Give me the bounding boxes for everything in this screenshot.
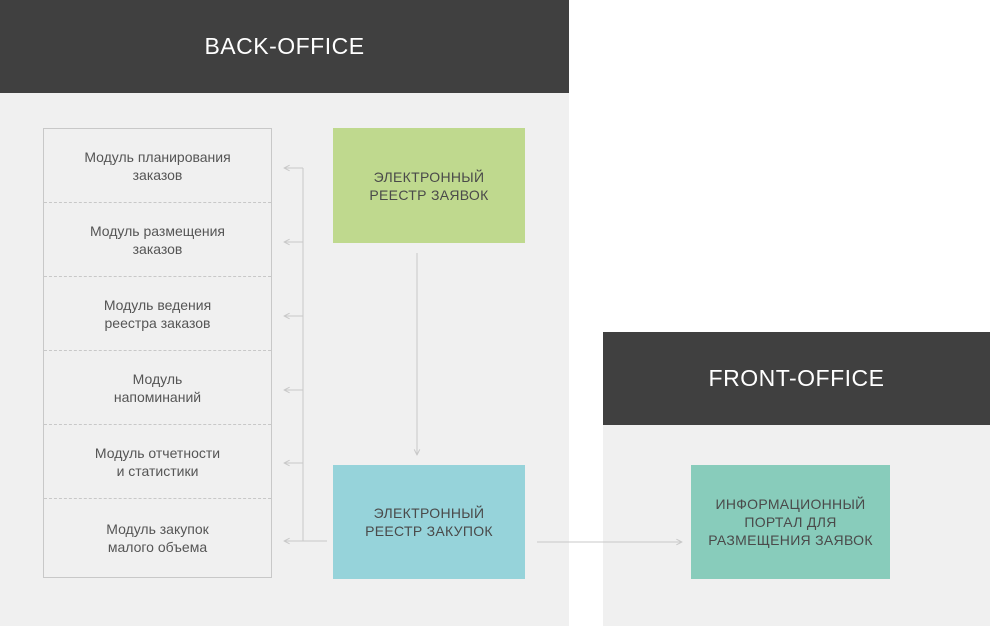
back-office-title: BACK-OFFICE: [0, 0, 569, 93]
module-planning: Модуль планирования заказов: [44, 129, 271, 203]
purchases-registry-box: ЭЛЕКТРОННЫЙ РЕЕСТР ЗАКУПОК: [333, 465, 525, 579]
purchases-registry-label: ЭЛЕКТРОННЫЙ РЕЕСТР ЗАКУПОК: [365, 505, 493, 539]
module-reminders: Модуль напоминаний: [44, 351, 271, 425]
module-small-purchases: Модуль закупок малого объема: [106, 521, 209, 555]
front-office-title: FRONT-OFFICE: [603, 332, 990, 425]
info-portal-label: ИНФОРМАЦИОННЫЙ ПОРТАЛ ДЛЯ РАЗМЕЩЕНИЯ ЗАЯ…: [708, 496, 873, 548]
modules-list: Модуль планирования заказов Модуль разме…: [43, 128, 272, 578]
module-reporting: Модуль отчетности и статистики: [44, 425, 271, 499]
front-office-panel: FRONT-OFFICE: [603, 332, 990, 626]
module-placement: Модуль размещения заказов: [44, 203, 271, 277]
orders-registry-box: ЭЛЕКТРОННЫЙ РЕЕСТР ЗАЯВОК: [333, 128, 525, 243]
orders-registry-label: ЭЛЕКТРОННЫЙ РЕЕСТР ЗАЯВОК: [369, 168, 489, 203]
module-orders-registry: Модуль ведения реестра заказов: [44, 277, 271, 351]
info-portal-box: ИНФОРМАЦИОННЫЙ ПОРТАЛ ДЛЯ РАЗМЕЩЕНИЯ ЗАЯ…: [691, 465, 890, 579]
